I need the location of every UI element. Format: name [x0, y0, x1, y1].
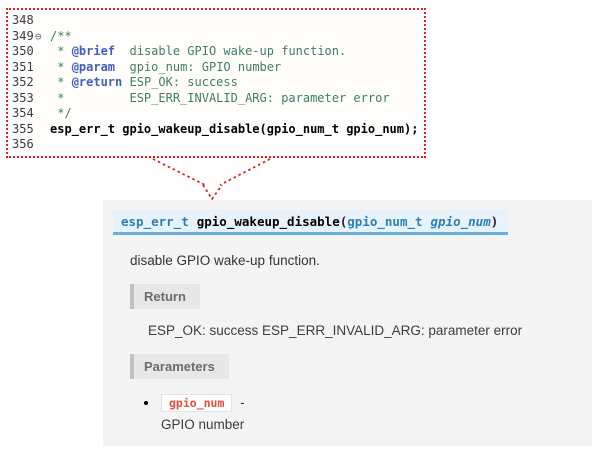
- param-name: gpio_num: [430, 214, 491, 229]
- function-declaration: esp_err_t gpio_wakeup_disable(gpio_num_t…: [50, 121, 419, 136]
- paren-open: (: [339, 214, 348, 229]
- code-text: gpio_num: GPIO number: [115, 59, 282, 74]
- code-line: 353 * ESP_ERR_INVALID_ARG: parameter err…: [8, 91, 424, 107]
- code-text: disable GPIO wake-up function.: [115, 44, 347, 58]
- code-text: *: [50, 75, 72, 89]
- code-editor-snippet: 348 349⊖/** 350 * @brief disable GPIO wa…: [6, 8, 426, 158]
- fold-collapse-icon[interactable]: [35, 13, 50, 29]
- doxygen-tag: @brief: [71, 44, 116, 58]
- gutter: 352: [8, 75, 50, 91]
- param-type: gpio_num_t: [347, 214, 423, 229]
- line-number: 356: [12, 137, 34, 151]
- parameter-list: gpio_num - GPIO number: [159, 394, 592, 432]
- code-text: /**: [50, 28, 72, 43]
- code-line: 349⊖/**: [8, 29, 424, 45]
- doxygen-tag: @return: [71, 75, 123, 89]
- parameter-name-code: gpio_num: [161, 394, 233, 412]
- return-values: ESP_OK: success ESP_ERR_INVALID_ARG: par…: [148, 323, 523, 338]
- parameter-item: gpio_num - GPIO number: [159, 394, 592, 432]
- line-number: 348: [12, 13, 34, 27]
- code-line: 356: [8, 137, 424, 153]
- fold-collapse-icon[interactable]: [35, 91, 50, 107]
- gutter: 348: [8, 13, 50, 29]
- code-text: *: [50, 59, 72, 74]
- parameter-description: GPIO number: [161, 417, 245, 432]
- line-number: 350: [12, 44, 34, 58]
- fold-collapse-icon[interactable]: [35, 60, 50, 76]
- code-line: 352 * @return ESP_OK: success: [8, 75, 424, 91]
- line-number: 354: [12, 106, 34, 120]
- code-line: 354 */: [8, 106, 424, 122]
- fold-collapse-icon[interactable]: ⊖: [35, 29, 42, 43]
- gutter: 351: [8, 60, 50, 76]
- function-description: disable GPIO wake-up function.: [130, 253, 320, 268]
- code-text: * ESP_ERR_INVALID_ARG: parameter error: [50, 90, 390, 105]
- line-number: 352: [12, 75, 34, 89]
- doxygen-tag: @param: [71, 59, 116, 74]
- gutter: 350: [8, 44, 50, 60]
- gutter: 356: [8, 137, 50, 153]
- fold-collapse-icon[interactable]: [35, 137, 50, 153]
- code-text: */: [50, 106, 72, 120]
- code-text: *: [50, 44, 72, 58]
- arrow-down-icon: [152, 158, 271, 201]
- fold-collapse-icon[interactable]: [35, 122, 50, 138]
- return-type: esp_err_t: [121, 214, 189, 229]
- code-text: ESP_OK: success: [122, 75, 238, 89]
- gutter: 353: [8, 91, 50, 107]
- line-number: 355: [12, 121, 34, 136]
- line-number: 351: [12, 59, 34, 74]
- fold-collapse-icon[interactable]: [35, 106, 50, 122]
- fold-collapse-icon[interactable]: [35, 44, 50, 60]
- function-signature: esp_err_t gpio_wakeup_disable(gpio_num_t g…: [113, 210, 509, 235]
- fold-collapse-icon[interactable]: [35, 75, 50, 91]
- code-line: 350 * @brief disable GPIO wake-up functi…: [8, 44, 424, 60]
- gutter: 354: [8, 106, 50, 122]
- parameter-dash: -: [240, 395, 245, 410]
- line-number: 353: [12, 90, 34, 105]
- paren-close: ): [490, 214, 499, 229]
- line-number: 349: [12, 28, 34, 43]
- gutter: 349⊖: [8, 29, 50, 45]
- parameters-rubric: Parameters: [130, 354, 229, 379]
- function-name: gpio_wakeup_disable: [196, 214, 340, 229]
- gutter: 355: [8, 122, 50, 138]
- code-line: 348: [8, 13, 424, 29]
- code-line: 355 esp_err_t gpio_wakeup_disable(gpio_nu…: [8, 122, 424, 138]
- return-rubric: Return: [130, 284, 200, 309]
- code-line: 351 * @param gpio_num: GPIO number: [8, 60, 424, 76]
